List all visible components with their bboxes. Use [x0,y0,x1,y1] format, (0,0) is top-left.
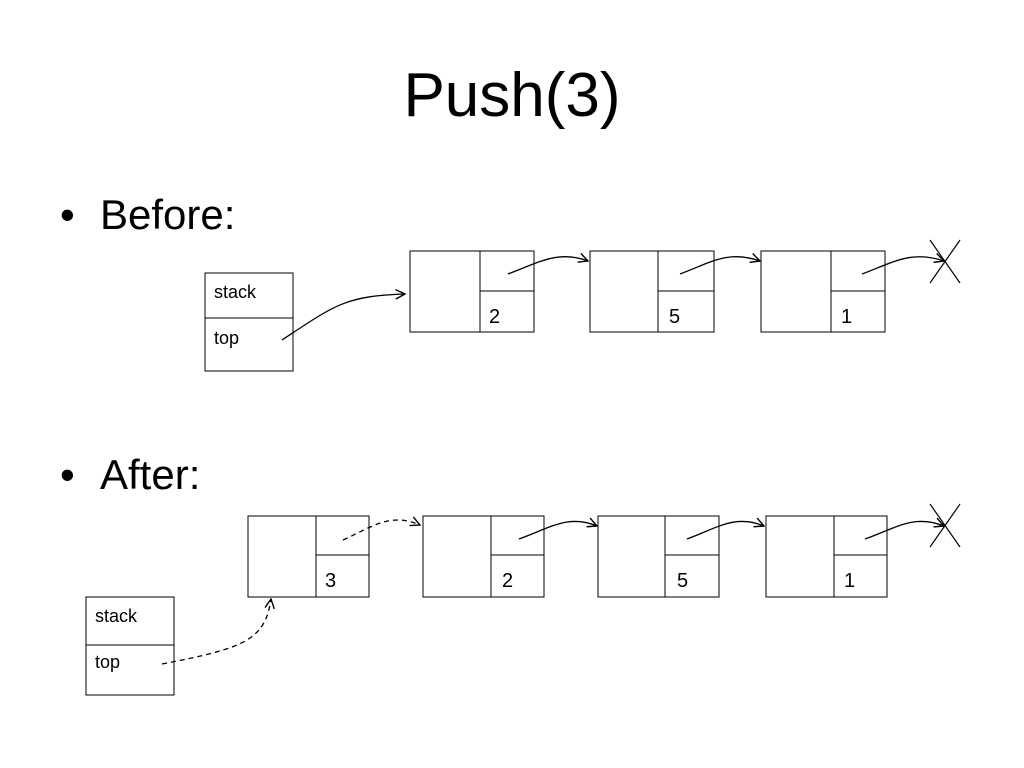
node-value: 3 [325,570,336,592]
node-value: 2 [502,570,513,592]
next-pointer-arrow [861,257,944,275]
list-node: 5 [589,250,715,333]
node-value: 5 [669,306,680,328]
list-node: 5 [597,515,720,598]
bullet-after-label: After: [100,451,201,498]
top-pointer-dashed-arrow [161,599,271,665]
null-marker-icon [929,503,961,548]
top-label: top [214,328,239,348]
stack-label: stack [214,282,257,302]
node-value: 5 [677,570,688,592]
node-value: 2 [489,306,500,328]
stack-box: stack top [85,596,175,696]
top-pointer-arrow [281,294,405,341]
list-node-new: 3 [247,515,370,598]
next-pointer-arrow [507,257,588,275]
next-pointer-dashed-arrow [342,520,420,541]
stack-box: stack top [204,272,294,372]
slide-title: Push(3) [403,61,621,130]
next-pointer-arrow [518,521,597,540]
after-diagram: stack top 3 2 5 [85,503,961,696]
list-node: 2 [422,515,545,598]
bullet-after: • After: [60,450,200,500]
next-pointer-arrow [864,521,944,540]
list-node: 2 [409,250,535,333]
next-pointer-arrow [679,257,760,275]
stack-label: stack [95,606,138,626]
node-value: 1 [844,570,855,592]
bullet-dot: • [60,191,75,238]
bullet-before-label: Before: [100,191,236,238]
null-marker-icon [929,239,961,284]
list-node: 1 [760,250,886,333]
before-diagram: stack top 2 5 1 [204,239,961,372]
bullet-dot: • [60,451,75,498]
node-value: 1 [841,306,852,328]
next-pointer-arrow [686,521,764,540]
bullet-before: • Before: [60,190,235,240]
list-node: 1 [765,515,888,598]
top-label: top [95,652,120,672]
